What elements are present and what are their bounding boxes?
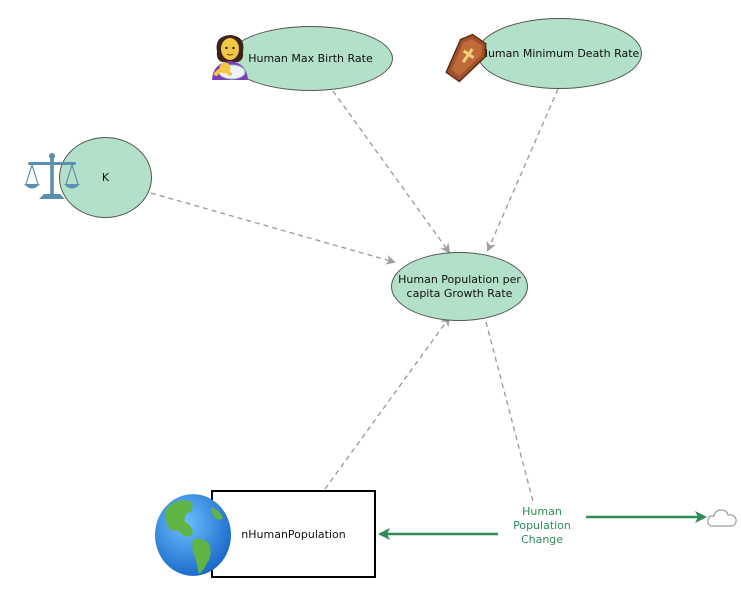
stock-population[interactable]: nHumanPopulation — [211, 490, 376, 578]
link-population-to-growth[interactable] — [324, 316, 451, 490]
link-birth-to-growth[interactable] — [332, 90, 451, 254]
node-k-label: K — [101, 170, 110, 184]
mother-with-baby-icon — [212, 35, 248, 80]
link-k-to-growth[interactable] — [150, 192, 396, 265]
node-max-birth-rate-label: Human Max Birth Rate — [248, 51, 373, 65]
node-growth-rate-label: Human Population per capita Growth Rate — [398, 272, 521, 300]
link-death-to-growth[interactable] — [486, 88, 559, 252]
node-max-birth-rate[interactable]: Human Max Birth Rate — [228, 26, 393, 91]
coffin-icon — [445, 33, 487, 83]
node-growth-rate[interactable]: Human Population per capita Growth Rate — [391, 252, 528, 321]
flow-label-change-text: Human Population Change — [513, 505, 571, 546]
node-k[interactable]: K — [59, 137, 152, 218]
node-min-death-rate-label: Human Minimum Death Rate — [479, 46, 640, 60]
link-growth-to-change[interactable] — [485, 321, 543, 530]
globe-icon — [155, 494, 231, 576]
cloud-icon — [707, 509, 737, 527]
scales-icon — [24, 153, 80, 199]
node-min-death-rate[interactable]: Human Minimum Death Rate — [477, 18, 642, 89]
flow-label-change[interactable]: Human Population Change — [502, 505, 582, 547]
stock-population-label: nHumanPopulation — [241, 527, 346, 541]
